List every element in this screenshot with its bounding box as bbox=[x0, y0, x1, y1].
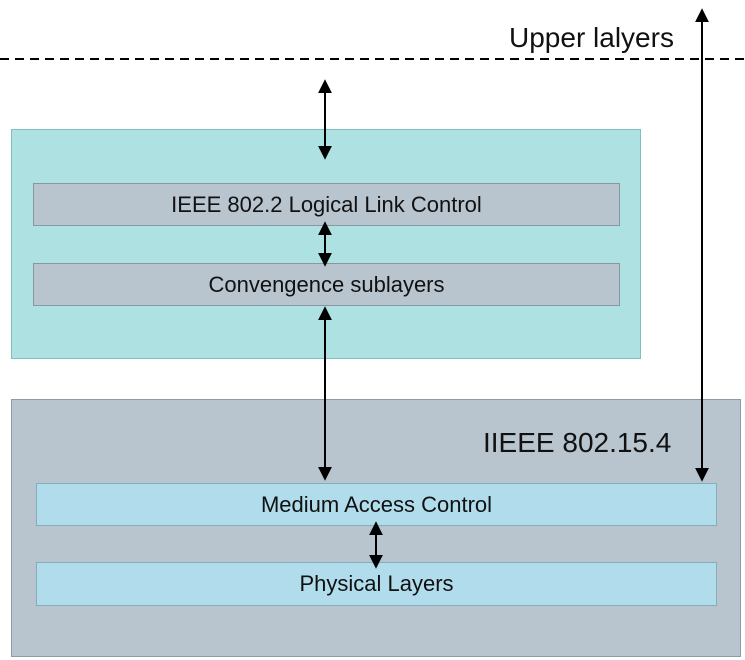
convergence-sublayers-box: Convengence sublayers bbox=[33, 263, 620, 306]
convergence-group-container bbox=[11, 129, 641, 359]
upper-layers-label: Upper lalyers bbox=[509, 22, 674, 53]
mac-label: Medium Access Control bbox=[260, 491, 493, 517]
convergence-sublayers-label: Convengence sublayers bbox=[208, 271, 445, 297]
llc-label: IEEE 802.2 Logical Link Control bbox=[171, 191, 482, 217]
mac-box: Medium Access Control bbox=[36, 483, 717, 526]
ieee-802-15-4-label: IIEEE 802.15.4 bbox=[483, 427, 672, 458]
physical-layers-box: Physical Layers bbox=[36, 562, 717, 606]
physical-layers-label: Physical Layers bbox=[299, 571, 454, 596]
llc-box: IEEE 802.2 Logical Link Control bbox=[33, 183, 620, 226]
